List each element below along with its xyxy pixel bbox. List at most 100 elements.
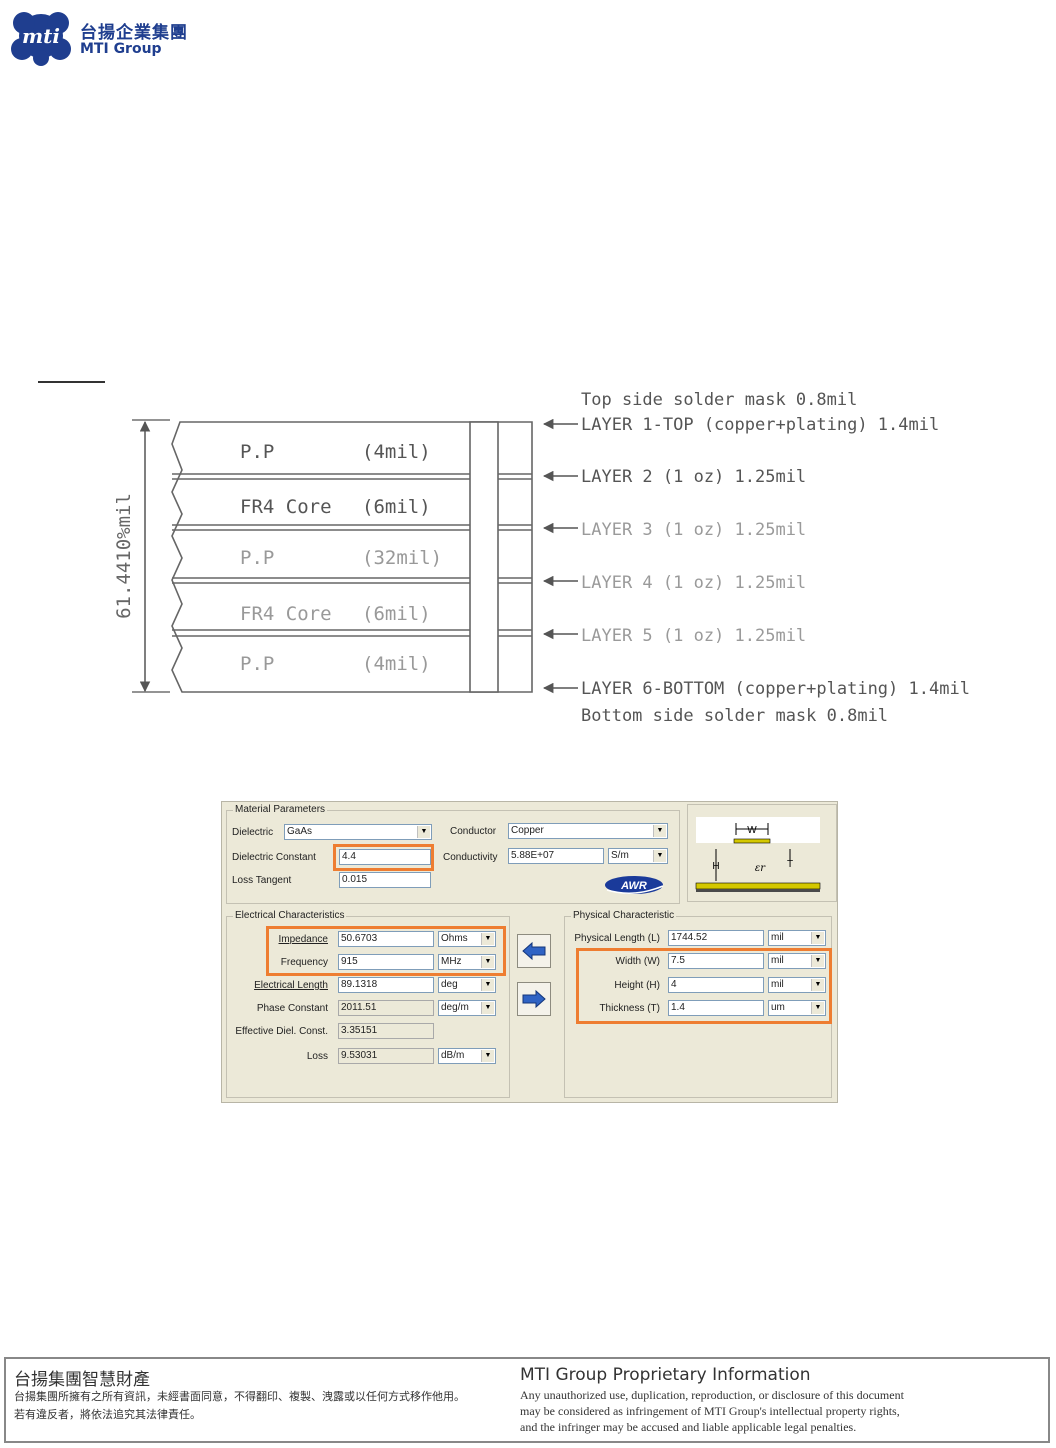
width-unit-select[interactable]: mil ▼ bbox=[768, 953, 826, 969]
highlight-box bbox=[266, 926, 506, 976]
layer-name-2: FR4 Core bbox=[240, 496, 332, 518]
height-input[interactable]: 4 bbox=[668, 977, 764, 993]
conductor-select[interactable]: Copper ▼ bbox=[508, 823, 668, 839]
effective-diel-const-output: 3.35151 bbox=[338, 1023, 434, 1039]
total-thickness-label: 61.4410%mil bbox=[113, 493, 135, 619]
layer-name-1: P.P bbox=[240, 441, 274, 463]
annotation-layer-3: LAYER 3 (1 oz) 1.25mil bbox=[581, 520, 806, 540]
footer-body-en-3: and the infringer may be accused and lia… bbox=[520, 1420, 857, 1434]
annotation-layer-6: LAYER 6-BOTTOM (copper+plating) 1.4mil bbox=[581, 679, 970, 699]
physical-length-label: Physical Length (L) bbox=[574, 933, 660, 944]
impedance-label[interactable]: Impedance bbox=[278, 934, 328, 945]
layer-name-3: P.P bbox=[240, 547, 274, 569]
layer-thickness-1: (4mil) bbox=[362, 441, 431, 463]
microstrip-geometry-sketch: W H εr T bbox=[687, 804, 837, 902]
electrical-characteristics-title: Electrical Characteristics bbox=[233, 910, 347, 921]
proprietary-footer: 台揚集團智慧財產 台揚集團所擁有之所有資訊，未經書面同意，不得翻印、複製、洩露或… bbox=[4, 1357, 1050, 1443]
heading-underline bbox=[38, 381, 105, 383]
phase-constant-unit-select[interactable]: deg/m ▼ bbox=[438, 1000, 496, 1016]
width-label: Width (W) bbox=[615, 956, 660, 967]
material-parameters-title: Material Parameters bbox=[233, 804, 328, 815]
layer-name-4: FR4 Core bbox=[240, 603, 332, 625]
physical-length-unit-value: mil bbox=[771, 932, 784, 943]
impedance-unit-select[interactable]: Ohms ▼ bbox=[438, 931, 496, 947]
awr-logo-text: AWR bbox=[620, 880, 647, 892]
conductor-label: Conductor bbox=[450, 826, 497, 837]
electrical-characteristics-group: Electrical Characteristics bbox=[226, 910, 510, 1098]
footer-body-en-1: Any unauthorized use, duplication, repro… bbox=[520, 1388, 904, 1402]
loss-label: Loss bbox=[306, 1051, 328, 1062]
physical-length-input[interactable]: 1744.52 bbox=[668, 930, 764, 946]
chevron-down-icon: ▼ bbox=[481, 1002, 494, 1014]
electrical-length-unit-select[interactable]: deg ▼ bbox=[438, 977, 496, 993]
arrow-left-icon bbox=[522, 941, 546, 961]
chevron-down-icon: ▼ bbox=[417, 826, 430, 838]
thickness-symbol: T bbox=[787, 859, 793, 870]
conductivity-label: Conductivity bbox=[443, 852, 498, 863]
electrical-length-unit-value: deg bbox=[441, 979, 458, 990]
impedance-input[interactable]: 50.6703 bbox=[338, 931, 434, 947]
annotation-bottom-solder-mask: Bottom side solder mask 0.8mil bbox=[581, 706, 888, 726]
chevron-down-icon: ▼ bbox=[811, 1002, 824, 1014]
frequency-unit-value: MHz bbox=[441, 956, 462, 967]
phase-constant-output: 2011.51 bbox=[338, 1000, 434, 1016]
dielectric-select[interactable]: GaAs ▼ bbox=[284, 824, 432, 840]
frequency-unit-select[interactable]: MHz ▼ bbox=[438, 954, 496, 970]
footer-body-zh-1: 台揚集團所擁有之所有資訊，未經書面同意，不得翻印、複製、洩露或以任何方式移作他用… bbox=[14, 1390, 465, 1403]
dielectric-constant-input[interactable]: 4.4 bbox=[339, 849, 431, 865]
conductivity-unit-value: S/m bbox=[611, 850, 629, 861]
conductivity-unit-select[interactable]: S/m ▼ bbox=[608, 848, 668, 864]
layer-name-5: P.P bbox=[240, 653, 274, 675]
layer-thickness-4: (6mil) bbox=[362, 603, 431, 625]
awr-logo: AWR bbox=[605, 876, 664, 894]
microstrip-calculator: Material Parameters Dielectric GaAs ▼ Di… bbox=[221, 801, 838, 1103]
physical-length-unit-select[interactable]: mil ▼ bbox=[768, 930, 826, 946]
chevron-down-icon: ▼ bbox=[481, 956, 494, 968]
dielectric-constant-label: Dielectric Constant bbox=[232, 852, 316, 863]
dielectric-label: Dielectric bbox=[232, 827, 274, 838]
highlight-box bbox=[576, 948, 832, 1024]
pcb-stackup-diagram: 61.4410%mil P.P (4mil) FR4 Core (6mil) P… bbox=[113, 390, 970, 726]
chevron-down-icon: ▼ bbox=[653, 825, 666, 837]
loss-tangent-label: Loss Tangent bbox=[232, 875, 292, 886]
annotation-layer-2: LAYER 2 (1 oz) 1.25mil bbox=[581, 467, 806, 487]
impedance-unit-value: Ohms bbox=[441, 933, 468, 944]
electrical-length-label[interactable]: Electrical Length bbox=[254, 980, 328, 991]
arrow-right-icon bbox=[522, 989, 546, 1009]
loss-unit-select[interactable]: dB/m ▼ bbox=[438, 1048, 496, 1064]
brand-name-zh: 台揚企業集團 bbox=[80, 23, 188, 43]
chevron-down-icon: ▼ bbox=[481, 1050, 494, 1062]
height-unit-select[interactable]: mil ▼ bbox=[768, 977, 826, 993]
width-input[interactable]: 7.5 bbox=[668, 953, 764, 969]
effective-diel-const-label: Effective Diel. Const. bbox=[235, 1026, 328, 1037]
footer-title-zh: 台揚集團智慧財產 bbox=[14, 1370, 150, 1390]
mti-logo: mti bbox=[11, 12, 71, 66]
conductivity-input[interactable]: 5.88E+07 bbox=[508, 848, 604, 864]
loss-tangent-input[interactable]: 0.015 bbox=[339, 872, 431, 888]
height-unit-value: mil bbox=[771, 979, 784, 990]
electrical-length-input[interactable]: 89.1318 bbox=[338, 977, 434, 993]
thickness-label: Thickness (T) bbox=[599, 1003, 660, 1014]
phase-constant-unit-value: deg/m bbox=[441, 1002, 469, 1013]
annotation-layer-1: LAYER 1-TOP (copper+plating) 1.4mil bbox=[581, 415, 939, 435]
thickness-unit-select[interactable]: um ▼ bbox=[768, 1000, 826, 1016]
chevron-down-icon: ▼ bbox=[811, 955, 824, 967]
synthesize-button[interactable] bbox=[517, 934, 551, 968]
height-symbol: H bbox=[712, 861, 719, 872]
thickness-unit-value: um bbox=[771, 1002, 785, 1013]
frequency-input[interactable]: 915 bbox=[338, 954, 434, 970]
width-unit-value: mil bbox=[771, 955, 784, 966]
epsilon-symbol: εr bbox=[755, 863, 766, 874]
chevron-down-icon: ▼ bbox=[481, 933, 494, 945]
annotation-top-solder-mask: Top side solder mask 0.8mil bbox=[581, 390, 857, 410]
frequency-label: Frequency bbox=[280, 957, 328, 968]
phase-constant-label: Phase Constant bbox=[256, 1003, 328, 1014]
footer-body-en-2: may be considered as infringement of MTI… bbox=[520, 1404, 900, 1418]
thickness-input[interactable]: 1.4 bbox=[668, 1000, 764, 1016]
analyze-button[interactable] bbox=[517, 982, 551, 1016]
highlight-box bbox=[333, 844, 434, 871]
dielectric-value: GaAs bbox=[287, 826, 313, 837]
height-label: Height (H) bbox=[614, 980, 660, 991]
footer-body-zh-2: 若有違反者，將依法追究其法律責任。 bbox=[14, 1408, 201, 1421]
chevron-down-icon: ▼ bbox=[811, 979, 824, 991]
